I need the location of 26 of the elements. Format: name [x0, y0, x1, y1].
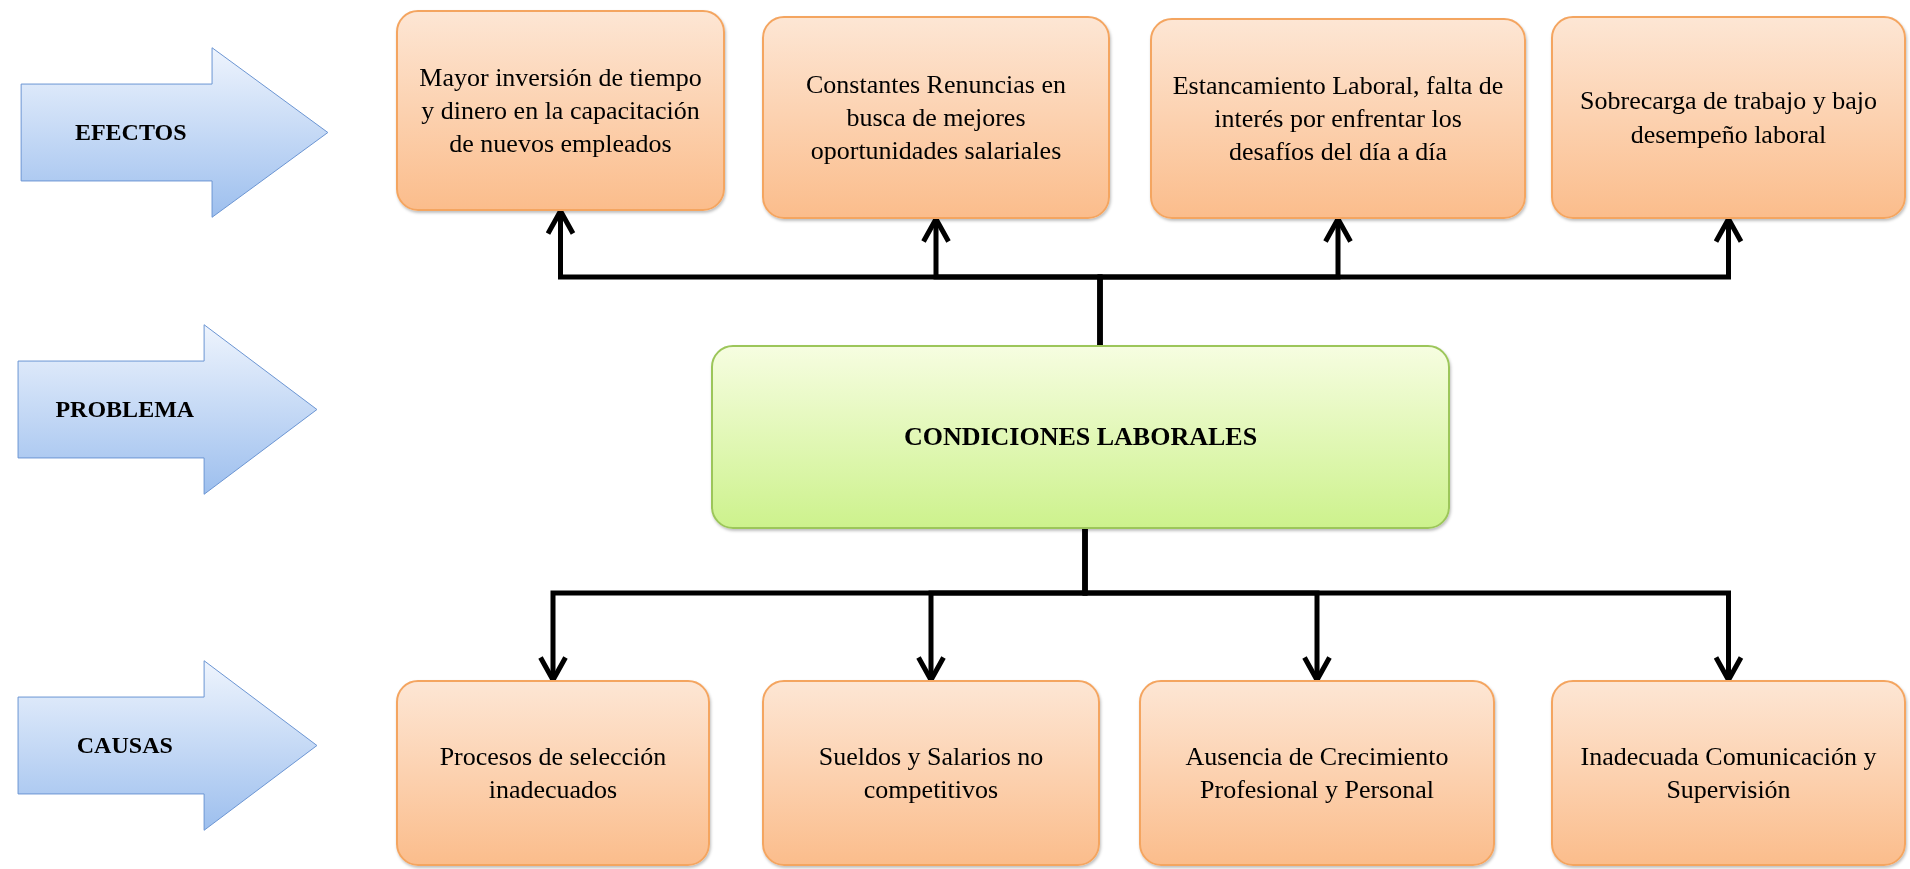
connector-arrow [1082, 529, 1744, 683]
node-text: Sobrecarga de trabajo y bajo desempeño laboral [1579, 85, 1878, 151]
process-box [1139, 680, 1495, 866]
node-text: Mayor inversión de tiempo y dinero en la capacitación de nuevos empleados [418, 61, 703, 161]
process-box [396, 680, 710, 866]
block-arrow [18, 46, 331, 219]
node-text: Constantes Renuncias en busca de mejores oportunidades salariales [805, 68, 1067, 168]
process-box [1551, 680, 1906, 866]
problem-box [711, 345, 1450, 529]
block-arrow [15, 659, 320, 832]
arrow-label: CAUSAS [75, 732, 174, 759]
node-text: CONDICIONES LABORALES [903, 421, 1258, 454]
arrow-label: PROBLEMA [54, 396, 196, 423]
arrow-label: EFECTOS [73, 119, 188, 146]
process-box [762, 680, 1100, 866]
process-box [396, 10, 725, 211]
process-box [1150, 18, 1526, 219]
node-text: Procesos de selección inadecuados [438, 740, 668, 806]
node-text: Sueldos y Salarios no competitivos [817, 740, 1045, 806]
block-arrow [15, 323, 320, 496]
node-text: Inadecuada Comunicación y Supervisión [1579, 740, 1878, 806]
connector-arrow [1097, 216, 1744, 345]
node-text: Estancamiento Laboral, falta de interés por enfrentar los desafíos del día a día [1171, 69, 1505, 169]
process-box [1551, 16, 1906, 219]
node-text: Ausencia de Crecimiento Profesional y Personal [1184, 740, 1450, 806]
process-box [762, 16, 1110, 219]
